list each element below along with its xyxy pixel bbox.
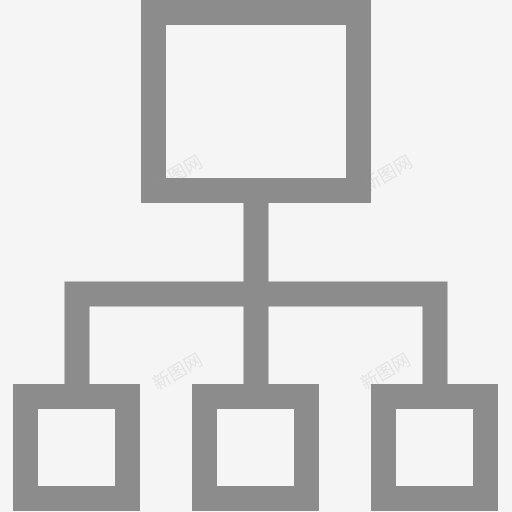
child-node-box-right [371,384,498,511]
child-node-box-left [13,384,140,511]
parent-node-box [141,0,371,203]
child-node-box-middle [192,384,319,511]
connector-branch [64,281,448,396]
